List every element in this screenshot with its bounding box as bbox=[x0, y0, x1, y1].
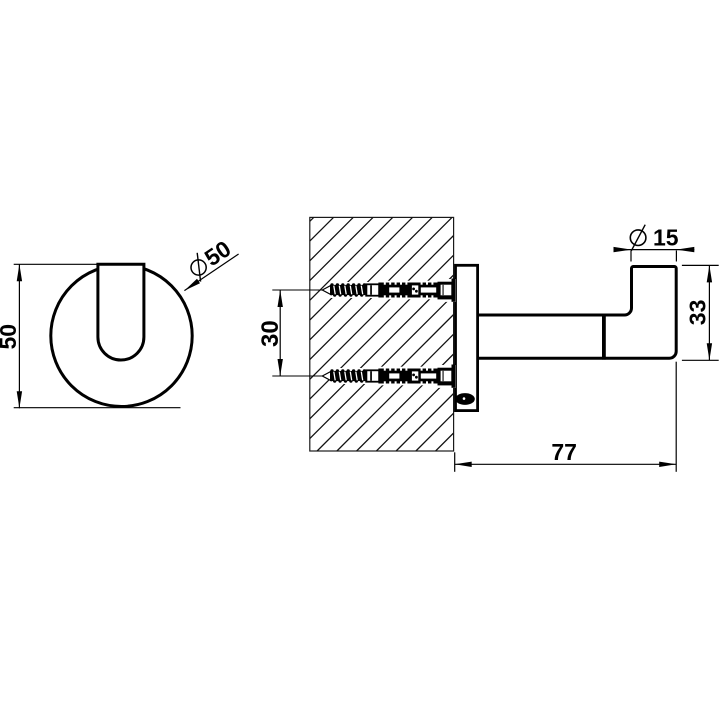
svg-text:77: 77 bbox=[551, 439, 577, 465]
svg-text:50: 50 bbox=[0, 324, 21, 350]
svg-text:30: 30 bbox=[257, 320, 284, 347]
svg-text:15: 15 bbox=[653, 224, 679, 250]
svg-text:33: 33 bbox=[685, 300, 711, 326]
